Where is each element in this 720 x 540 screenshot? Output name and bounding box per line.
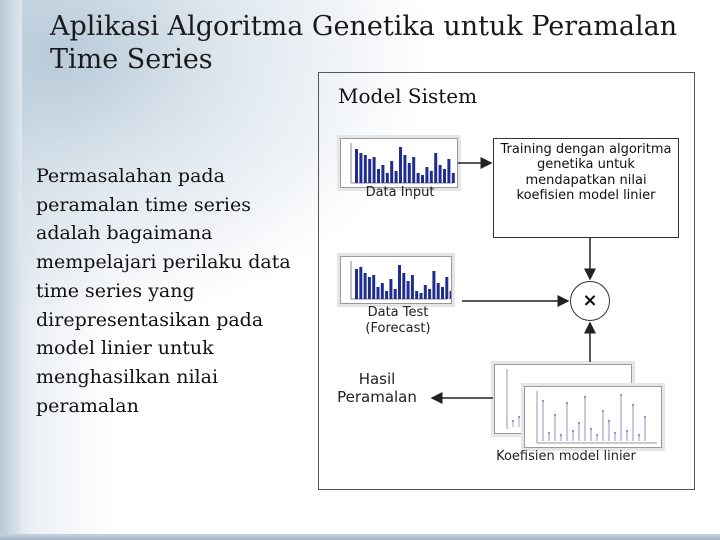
thumbnail-stem-marker [541,399,545,403]
coefficient-label: Koefisien model linier [496,449,636,464]
thumbnail-bar [381,165,385,183]
thumbnail-bar [407,163,411,183]
thumbnail-bar [385,291,389,299]
left-decorative-band [0,0,22,540]
thumbnail-stem-marker [613,431,617,435]
thumbnail-bar [425,167,429,183]
thumbnail-stem-marker [643,415,647,419]
coefficient-chart-front-thumbnail [524,386,662,448]
model-system-frame [318,72,695,490]
thumbnail-stem-marker [559,433,563,437]
thumbnail-stem-marker [577,421,581,425]
thumbnail-bar [390,161,394,183]
thumbnail-stem-marker [601,409,605,413]
thumbnail-bar [445,277,449,299]
thumbnail-bar [434,153,438,183]
data-test-bar-chart [350,261,451,300]
thumbnail-bar [377,169,380,183]
thumbnail-bar [406,281,410,299]
thumbnail-stem-marker [511,419,515,423]
training-process-box: Training dengan algoritma genetika untuk… [493,138,679,238]
thumbnail-bar [403,155,407,183]
thumbnail-stem-marker [553,413,557,417]
slide-body-text: Permasalahan pada peramalan time series … [36,165,291,417]
data-input-bars [355,147,455,183]
hasil-label-line1: Hasil [358,370,396,388]
thumbnail-stem-marker [631,403,635,407]
data-test-label: Data Test (Forecast) [350,305,446,337]
hasil-peramalan-label: Hasil Peramalan [328,370,426,406]
model-system-title: Model Sistem [338,84,478,108]
thumbnail-bar [398,265,401,299]
thumbnail-bar [449,291,451,299]
thumbnail-bar [380,283,384,299]
data-input-bar-chart [350,143,455,184]
thumbnail-bar [389,279,393,299]
thumbnail-bar [372,157,376,183]
thumbnail-bar [393,289,397,299]
thumbnail-bar [359,267,363,299]
thumbnail-stem-marker [589,427,593,431]
bottom-decorative-band [0,534,720,540]
coefficient-front-stem-plot [536,391,657,444]
data-input-chart-thumbnail [340,138,458,188]
data-test-bars [355,265,451,299]
thumbnail-stem-marker [637,433,641,437]
thumbnail-bar [441,287,444,299]
thumbnail-bar [412,157,416,183]
thumbnail-bar [428,289,432,299]
multiply-operator: × [570,281,610,321]
thumbnail-bar [436,283,440,299]
thumbnail-stem-marker [517,415,521,419]
thumbnail-bar [410,275,414,299]
thumbnail-stem-marker [595,433,599,437]
thumbnail-bar [399,147,402,183]
thumbnail-stem-marker [565,401,569,405]
thumbnail-bar [443,169,446,183]
thumbnail-bar [385,173,389,183]
data-input-label: Data Input [365,185,435,200]
thumbnail-bar [423,285,427,299]
thumbnail-bar [429,171,433,183]
thumbnail-bar [421,175,424,183]
data-test-chart-thumbnail [340,256,452,304]
thumbnail-bar [363,155,367,183]
thumbnail-bar [376,287,380,299]
thumbnail-stem-marker [619,393,623,397]
thumbnail-stem-marker [625,429,629,433]
thumbnail-stem-marker [571,429,575,433]
hasil-label-line2: Peramalan [337,388,417,406]
thumbnail-bar [355,149,358,183]
thumbnail-bar [359,153,363,183]
thumbnail-bar [419,293,423,299]
thumbnail-bar [438,165,442,183]
data-test-label-line1: Data Test [367,305,429,320]
thumbnail-stem-marker [607,419,611,423]
thumbnail-bar [432,271,436,299]
thumbnail-bar [415,291,419,299]
thumbnail-bar [372,275,376,299]
thumbnail-bar [367,277,371,299]
thumbnail-bar [451,173,455,183]
thumbnail-stem-marker [547,431,551,435]
thumbnail-bar [355,269,358,299]
thumbnail-bar [394,171,398,183]
thumbnail-bar [402,273,406,299]
thumbnail-bar [447,159,451,183]
thumbnail-stem-marker [583,395,587,399]
thumbnail-bar [368,159,372,183]
slide-title: Aplikasi Algoritma Genetika untuk Perama… [50,11,678,75]
thumbnail-bar [416,173,420,183]
data-test-label-line2: (Forecast) [365,321,431,336]
thumbnail-bar [363,273,367,299]
